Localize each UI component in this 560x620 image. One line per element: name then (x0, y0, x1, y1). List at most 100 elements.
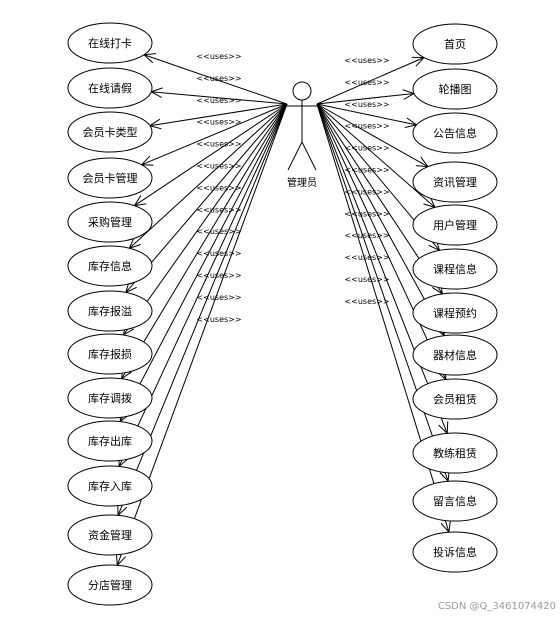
right-use-case-3[interactable]: 资讯管理 (412, 161, 498, 203)
use-case-label: 资金管理 (88, 528, 132, 542)
left-uses-label-8: <<uses>> (196, 227, 241, 236)
left-uses-line-9 (119, 103, 288, 422)
use-case-label: 投诉信息 (433, 545, 477, 559)
right-use-case-10[interactable]: 留言信息 (412, 480, 498, 522)
left-uses-label-2: <<uses>> (196, 96, 241, 105)
left-uses-label-12: <<uses>> (196, 315, 241, 324)
right-use-case-7[interactable]: 器材信息 (412, 334, 498, 376)
watermark: CSDN @Q_3461074420 (437, 601, 556, 612)
use-case-label: 库存调拨 (88, 391, 132, 405)
use-case-label: 库存信息 (88, 259, 132, 273)
use-case-ellipse (67, 465, 153, 507)
use-case-label: 资讯管理 (433, 175, 477, 189)
use-case-ellipse (412, 204, 498, 246)
left-uses-label-5: <<uses>> (196, 162, 241, 171)
left-uses-label-7: <<uses>> (196, 205, 241, 214)
use-case-ellipse (412, 531, 498, 573)
use-case-ellipse (67, 564, 153, 606)
use-case-ellipse (67, 514, 153, 556)
left-uses-line-8 (121, 103, 288, 380)
left-uses-line-4 (134, 103, 288, 207)
use-case-ellipse (412, 161, 498, 203)
left-use-case-10[interactable]: 库存入库 (67, 465, 153, 507)
left-uses-label-0: <<uses>> (196, 52, 241, 61)
right-use-case-4[interactable]: 用户管理 (412, 204, 498, 246)
right-use-case-0[interactable]: 首页 (412, 23, 498, 65)
use-case-label: 会员卡类型 (83, 125, 138, 139)
right-use-case-2[interactable]: 公告信息 (412, 112, 498, 154)
left-uses-line-10 (118, 103, 288, 467)
use-case-label: 课程信息 (433, 262, 477, 276)
right-use-case-1[interactable]: 轮播图 (412, 68, 498, 110)
use-case-ellipse (412, 432, 498, 474)
right-uses-label-10: <<uses>> (344, 275, 389, 284)
left-uses-label-10: <<uses>> (196, 271, 241, 280)
use-case-label: 轮播图 (439, 82, 472, 96)
right-use-case-8[interactable]: 会员租赁 (412, 378, 498, 420)
left-use-case-2[interactable]: 会员卡类型 (67, 111, 153, 153)
use-case-ellipse (67, 201, 153, 243)
use-case-ellipse (412, 112, 498, 154)
right-use-case-5[interactable]: 课程信息 (412, 248, 498, 290)
actor-head (292, 81, 312, 101)
right-uses-line-2 (316, 103, 417, 126)
use-case-label: 会员卡管理 (83, 171, 138, 185)
left-use-case-1[interactable]: 在线请假 (67, 67, 153, 109)
left-use-case-7[interactable]: 库存报损 (67, 333, 153, 375)
left-uses-label-3: <<uses>> (196, 118, 241, 127)
use-case-ellipse (67, 22, 153, 64)
use-case-label: 课程预约 (433, 307, 477, 320)
use-case-label: 库存入库 (88, 479, 132, 493)
left-use-case-0[interactable]: 在线打卡 (67, 22, 153, 64)
right-uses-line-7 (316, 103, 445, 336)
right-uses-label-11: <<uses>> (344, 297, 389, 306)
right-uses-label-2: <<uses>> (344, 100, 389, 109)
right-uses-line-9 (316, 103, 448, 434)
left-use-case-8[interactable]: 库存调拨 (67, 377, 153, 419)
use-case-label: 在线请假 (88, 81, 132, 95)
left-use-case-6[interactable]: 库存报溢 (67, 290, 153, 332)
left-use-case-9[interactable]: 库存出库 (67, 420, 153, 462)
right-use-case-11[interactable]: 投诉信息 (412, 531, 498, 573)
left-uses-line-2 (149, 103, 288, 127)
actor-leg-right (301, 141, 317, 171)
right-uses-label-9: <<uses>> (344, 253, 389, 262)
left-uses-label-1: <<uses>> (196, 74, 241, 83)
use-case-ellipse (412, 480, 498, 522)
right-uses-label-7: <<uses>> (344, 209, 389, 218)
right-uses-line-1 (316, 92, 415, 105)
right-use-case-9[interactable]: 教练租赁 (412, 432, 498, 474)
right-uses-label-5: <<uses>> (344, 166, 389, 175)
right-uses-label-4: <<uses>> (344, 144, 389, 153)
use-case-ellipse (412, 378, 498, 420)
use-case-label: 会员租赁 (433, 392, 477, 406)
left-use-case-3[interactable]: 会员卡管理 (67, 157, 153, 199)
use-case-ellipse (67, 290, 153, 332)
use-case-label: 首页 (444, 37, 466, 51)
right-use-case-6[interactable]: 课程预约 (412, 292, 498, 334)
right-uses-label-8: <<uses>> (344, 231, 389, 240)
right-uses-label-0: <<uses>> (344, 56, 389, 65)
use-case-label: 教练租赁 (433, 446, 477, 460)
left-use-case-4[interactable]: 采购管理 (67, 201, 153, 243)
left-use-case-11[interactable]: 资金管理 (67, 514, 153, 556)
right-uses-line-8 (316, 103, 447, 380)
actor-leg-left (287, 141, 303, 171)
right-uses-line-0 (316, 57, 425, 105)
left-uses-label-11: <<uses>> (196, 293, 241, 302)
right-uses-line-10 (316, 103, 449, 482)
left-use-case-5[interactable]: 库存信息 (67, 245, 153, 287)
left-uses-line-1 (151, 91, 288, 105)
left-uses-line-5 (129, 103, 288, 249)
use-case-label: 公告信息 (433, 126, 477, 140)
use-case-ellipse (412, 334, 498, 376)
use-case-ellipse (412, 68, 498, 110)
use-case-label: 库存报溢 (88, 304, 132, 318)
left-uses-label-6: <<uses>> (196, 183, 241, 192)
use-case-label: 采购管理 (88, 215, 132, 229)
use-case-label: 留言信息 (433, 494, 477, 508)
right-uses-label-6: <<uses>> (344, 187, 389, 196)
left-use-case-12[interactable]: 分店管理 (67, 564, 153, 606)
actor-label: 管理员 (287, 176, 317, 189)
